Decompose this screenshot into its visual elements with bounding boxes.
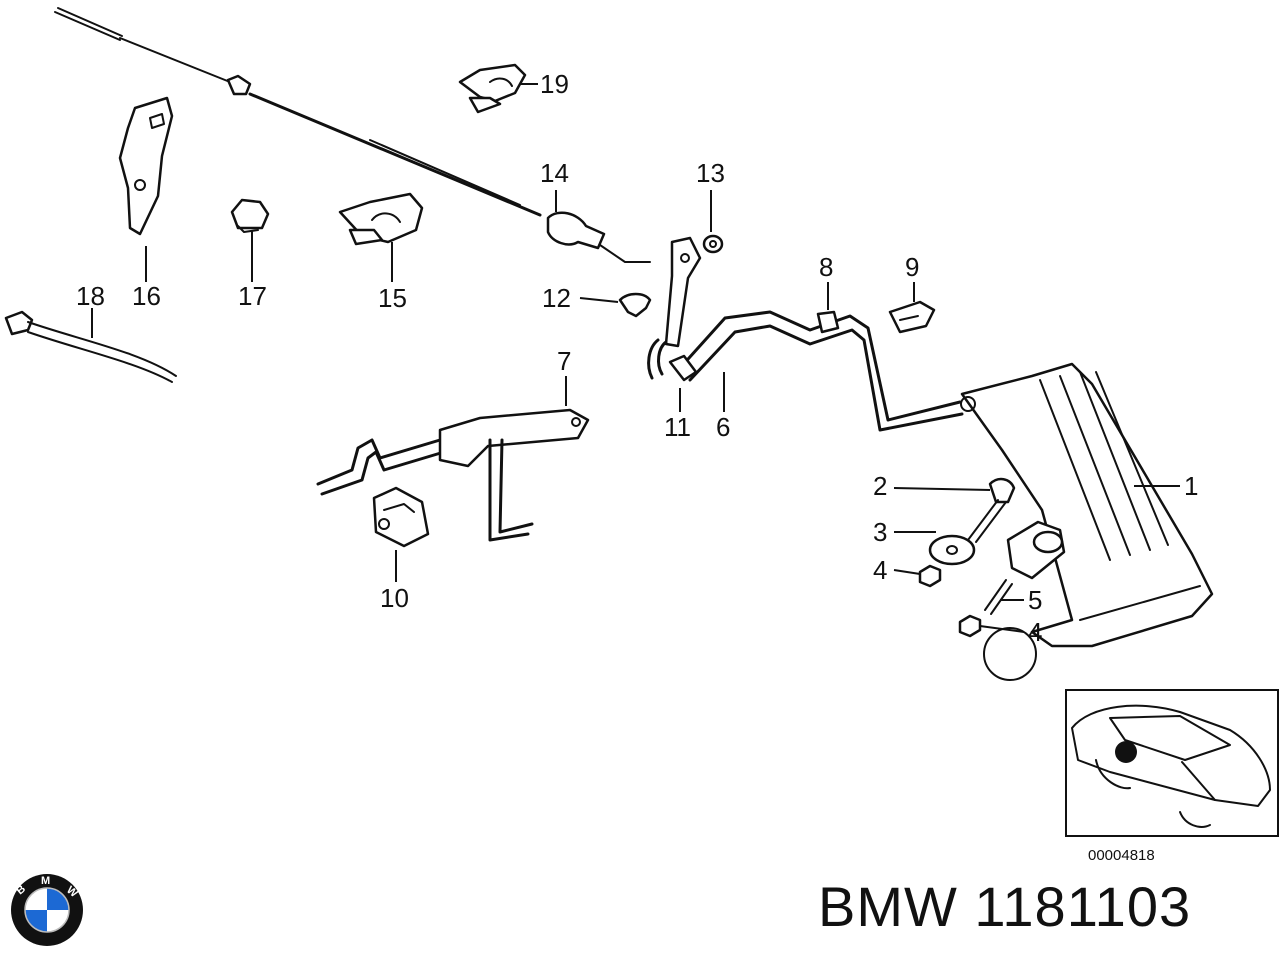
clip-10: [372, 486, 430, 548]
callout-1: 1: [1184, 471, 1198, 501]
callout-13: 13: [696, 158, 725, 188]
washer-13: [702, 234, 724, 254]
leader-lines: [91, 83, 1180, 633]
plug-12: [618, 292, 652, 318]
callout-17: 17: [238, 281, 267, 311]
callout-labels: 19 14 13 18 16 17 15 12 8 9 7 11 6 10 1 …: [76, 69, 1198, 647]
nut-4b: [958, 614, 982, 638]
callout-9: 9: [905, 252, 919, 282]
callout-8: 8: [819, 252, 833, 282]
bracket-16: [118, 96, 174, 236]
clip-19: [458, 63, 527, 114]
svg-text:M: M: [41, 875, 50, 887]
callout-12: 12: [542, 283, 571, 313]
parts-diagram: 19 14 13 18 16 17 15 12 8 9 7 11 6 10 1 …: [4, 7, 1279, 864]
callout-2: 2: [873, 471, 887, 501]
clip-9: [888, 300, 936, 334]
callout-7: 7: [557, 346, 571, 376]
callout-4a: 4: [873, 555, 887, 585]
lever-7: [316, 408, 590, 542]
disc-3: [928, 534, 976, 566]
callout-16: 16: [132, 281, 161, 311]
cover-circle: [983, 627, 1037, 681]
reference-number: 00004818: [1088, 847, 1155, 864]
callout-14: 14: [540, 158, 569, 188]
bmw-logo: B M W: [11, 874, 83, 946]
bolt-2: [967, 477, 1016, 543]
car-location-inset: [1065, 689, 1279, 837]
callout-5: 5: [1028, 585, 1042, 615]
cable-tie-18: [4, 310, 177, 383]
callout-4b: 4: [1028, 617, 1042, 647]
callout-19: 19: [540, 69, 569, 99]
throttle-cable: [54, 7, 651, 263]
stop-5: [984, 520, 1066, 615]
nut-4a: [918, 564, 942, 588]
callout-11: 11: [664, 412, 691, 442]
callout-10: 10: [380, 583, 409, 613]
callout-3: 3: [873, 517, 887, 547]
callout-18: 18: [76, 281, 105, 311]
part-title: BMW 1181103: [818, 875, 1192, 938]
shaft-6: [668, 310, 964, 432]
callout-6: 6: [716, 412, 730, 442]
clip-17: [230, 198, 270, 233]
pedal-1: [960, 362, 1214, 648]
clip-15: [338, 192, 424, 246]
throttle-lever: [647, 236, 702, 380]
callout-15: 15: [378, 283, 407, 313]
